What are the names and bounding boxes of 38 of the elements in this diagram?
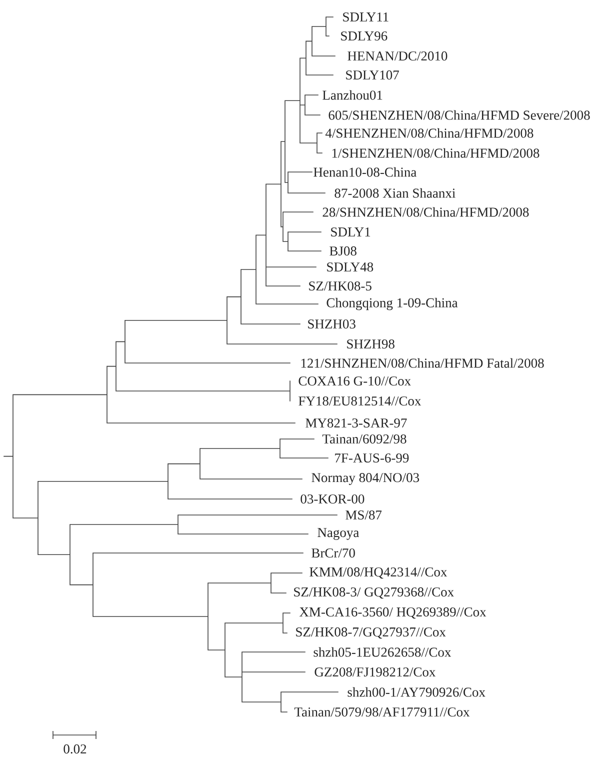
leaf-label: 28/SHNZHEN/08/China/HFMD/2008 (322, 207, 529, 217)
leaf-label: FY18/EU812514//Cox (298, 396, 422, 406)
leaf-label: XM-CA16-3560/ HQ269389//Cox (300, 607, 486, 619)
leaf-label: 1/SHENZHEN/08/China/HFMD/2008 (332, 148, 540, 158)
leaf-label: 605/SHENZHEN/08/China/HFMD Severe/2008 (328, 110, 590, 120)
leaf-label: MY821-3-SAR-97 (306, 418, 407, 428)
leaf-label: SHZH98 (347, 339, 394, 349)
leaf-label: Normay 804/NO/03 (312, 473, 420, 485)
leaf-label: SDLY11 (343, 12, 388, 22)
leaf-label: MS/87 (346, 510, 382, 520)
leaf-label: Chongqiong 1-09-China (326, 298, 458, 310)
leaf-label: SZ/HK08-3/ GQ279368//Cox (294, 587, 454, 599)
leaf-label: Henan10-08-China (314, 167, 416, 177)
leaf-label: shzh05-1EU262658//Cox (314, 647, 452, 657)
leaf-label: SDLY1 (331, 227, 370, 237)
leaf-label: Nagoya (318, 528, 359, 540)
scale-label: 0.02 (64, 744, 86, 754)
leaf-label: BJ08 (330, 246, 356, 256)
leaf-label: 87-2008 Xian Shaanxi (334, 188, 456, 198)
leaf-label: 4/SHENZHEN/08/China/HFMD/2008 (325, 128, 534, 138)
leaf-label: Tainan/6092/98 (322, 434, 406, 444)
leaf-label: Tainan/5079/98/AF177911//Cox (294, 707, 470, 717)
leaf-label: 03-KOR-00 (300, 494, 364, 504)
leaf-label: SDLY48 (327, 262, 374, 272)
leaf-label: 7F-AUS-6-99 (335, 453, 409, 463)
leaf-label: SZ/HK08-7/GQ27937//Cox (296, 627, 446, 639)
leaf-label: HENAN/DC/2010 (348, 51, 448, 61)
leaf-label: GZ208/FJ198212/Cox (314, 667, 436, 677)
leaf-label: SZ/HK08-5 (309, 281, 372, 291)
leaf-label: Lanzhou01 (322, 90, 382, 100)
leaf-label: SDLY107 (346, 70, 399, 80)
leaf-label: shzh00-1/AY790926/Cox (348, 687, 486, 697)
leaf-label: KMM/08/HQ42314//Cox (310, 567, 448, 579)
leaf-label: SHZH03 (308, 319, 356, 329)
leaf-label: BrCr/70 (312, 548, 355, 558)
leaf-label: COXA16 G-10//Cox (298, 376, 411, 386)
leaf-label: SDLY96 (341, 31, 388, 41)
leaf-label: 121/SHNZHEN/08/China/HFMD Fatal/2008 (301, 358, 544, 368)
